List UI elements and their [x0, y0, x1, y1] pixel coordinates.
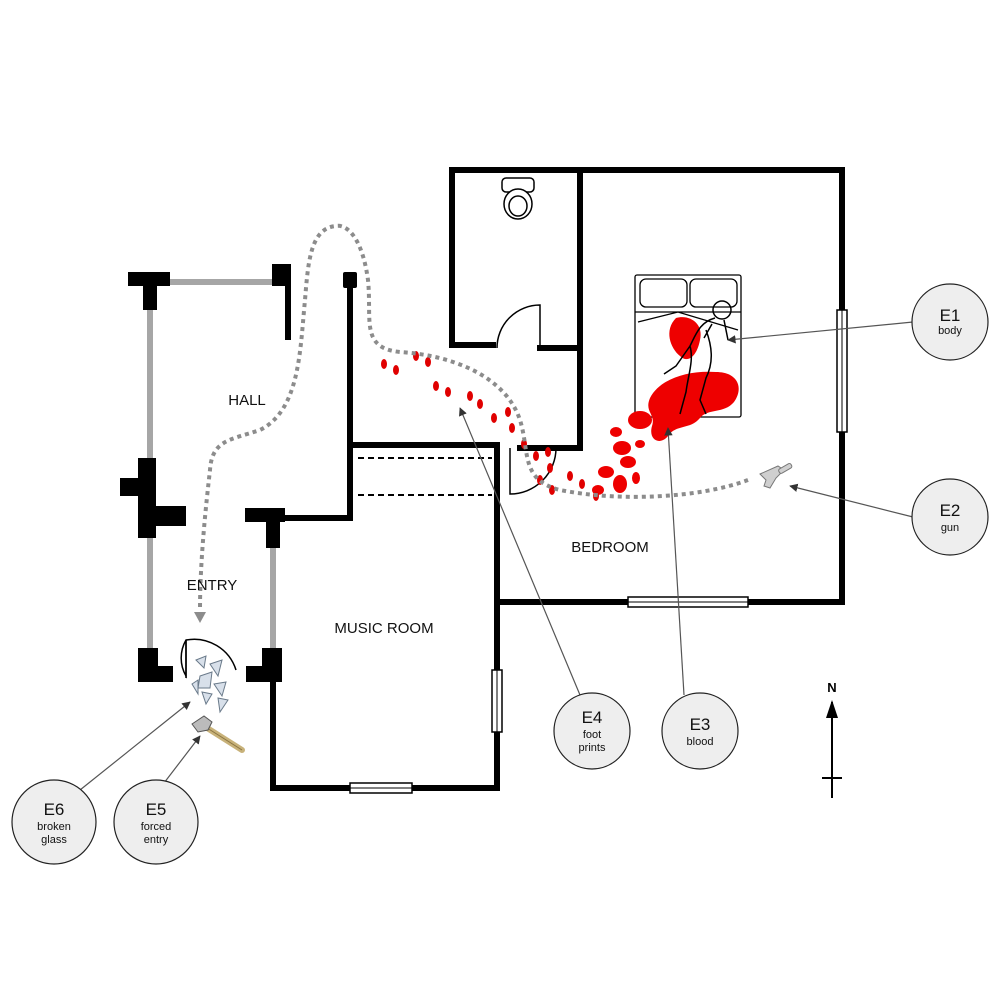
evidence-leaders: [79, 321, 914, 791]
footprints-icon: [381, 351, 599, 501]
evidence-id: E4: [582, 708, 603, 727]
evidence-marker-e2[interactable]: E2 gun: [911, 478, 989, 556]
evidence-id: E1: [940, 306, 961, 325]
broken-glass-icon: [191, 655, 229, 714]
evidence-description: entry: [144, 834, 169, 846]
evidence-description: broken: [37, 821, 71, 833]
north-arrow: N: [822, 680, 842, 798]
evidence-marker-e3[interactable]: E3 blood: [661, 692, 739, 770]
toilet-icon: [501, 177, 535, 220]
room-label-bedroom: BEDROOM: [571, 539, 649, 556]
evidence-id: E3: [690, 715, 711, 734]
room-label-entry: ENTRY: [187, 577, 238, 594]
exterior-walls: [147, 279, 280, 650]
evidence-description: gun: [941, 522, 959, 534]
evidence-id: E6: [44, 800, 65, 819]
movement-trail: [198, 223, 749, 611]
evidence-description: prints: [579, 742, 606, 754]
gun-icon: [759, 463, 793, 489]
evidence-marker-e6[interactable]: E6 broken glass: [11, 779, 97, 865]
hammer-icon: [191, 715, 245, 753]
evidence-id: E2: [940, 501, 961, 520]
wall-pillars: [120, 264, 357, 682]
evidence-description: foot: [583, 729, 601, 741]
room-label-music-room: MUSIC ROOM: [334, 620, 433, 637]
evidence-marker-e5[interactable]: E5 forced entry: [113, 779, 199, 865]
evidence-description: glass: [41, 834, 67, 846]
evidence-marker-e4[interactable]: E4 foot prints: [553, 692, 631, 770]
room-label-hall: HALL: [228, 392, 266, 409]
evidence-id: E5: [146, 800, 167, 819]
evidence-description: blood: [687, 736, 714, 748]
interior-walls: [270, 167, 845, 791]
body-outline-icon: [663, 300, 732, 415]
windows: [349, 309, 848, 794]
north-label: N: [827, 680, 836, 695]
trail-arrowhead-icon: [194, 612, 206, 623]
evidence-description: body: [938, 325, 962, 337]
blood-pool-icon: [592, 317, 739, 495]
evidence-marker-e1[interactable]: E1 body: [911, 283, 989, 361]
stair-lines: [358, 457, 492, 496]
evidence-description: forced: [141, 821, 172, 833]
